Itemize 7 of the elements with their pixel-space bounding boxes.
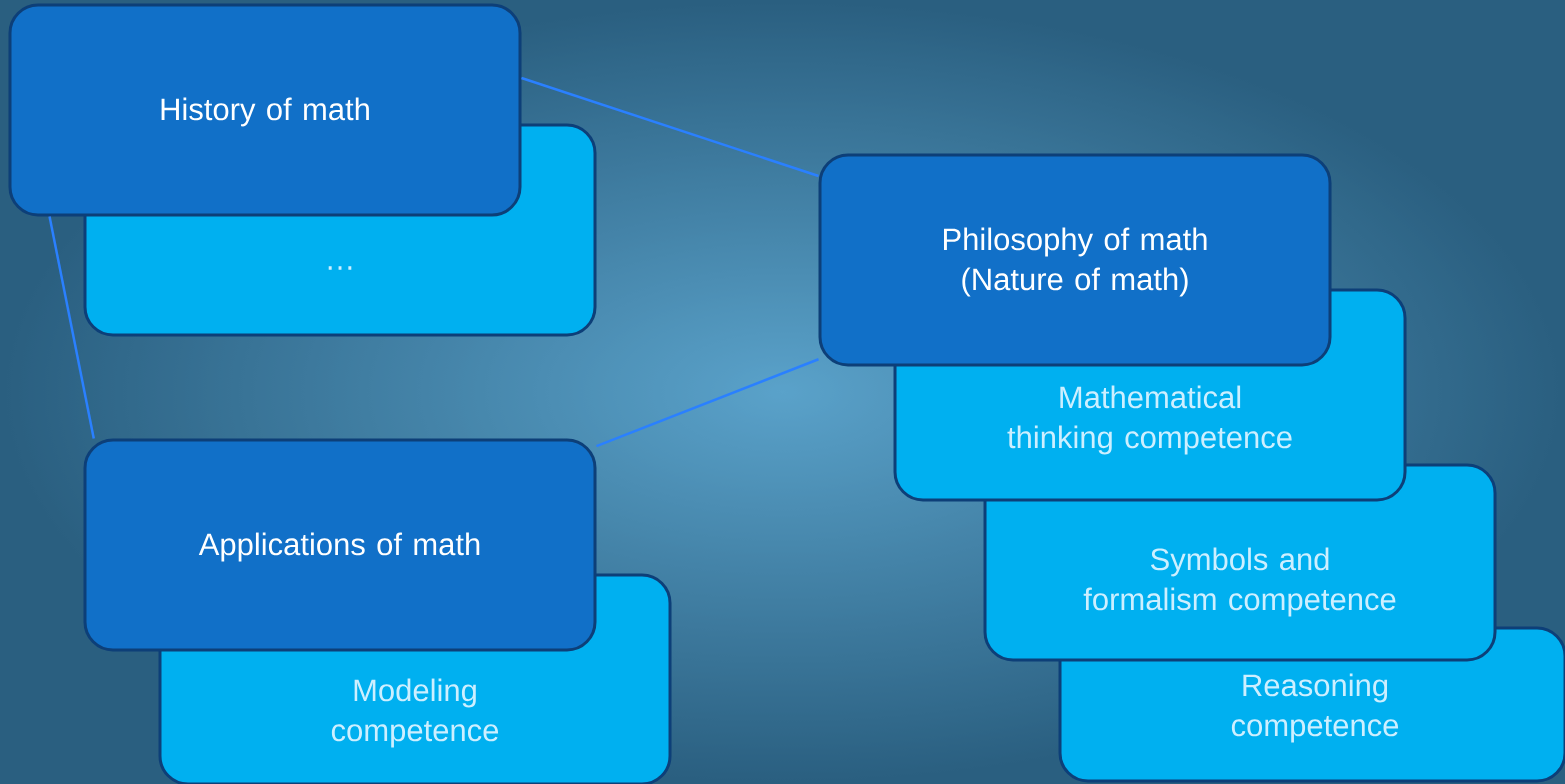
topic-box: Applications of math	[83, 438, 597, 652]
topic-box: Philosophy of math (Nature of math)	[818, 153, 1332, 367]
topic-box: History of math	[8, 3, 522, 217]
connector-line	[48, 216, 95, 439]
node-label: Reasoning competence	[1231, 673, 1399, 743]
connector-line	[521, 76, 819, 178]
connector-line	[596, 358, 819, 448]
